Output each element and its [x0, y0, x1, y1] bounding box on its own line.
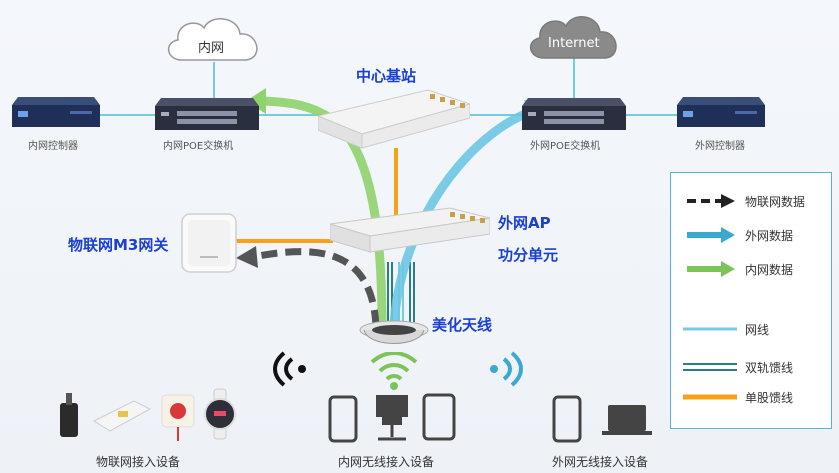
iot-data-arrow [257, 248, 380, 327]
intranet-cloud-icon [168, 18, 258, 61]
antenna-icon [359, 320, 429, 344]
legend-label: 单股馈线 [745, 391, 794, 405]
internet-cloud-icon [530, 16, 617, 59]
extranet-controller-label: 外网控制器 [695, 141, 745, 152]
extranet-ap-label: 外网AP [498, 214, 551, 232]
iot-gateway-icon [181, 213, 237, 273]
center-station-icon [318, 89, 470, 149]
iot-gateway-label: 物联网M3网关 [68, 236, 169, 254]
cable-legend-icon [683, 327, 737, 331]
legend-item-double-feeder: 双轨馈线 [671, 357, 831, 377]
iot-devices-icon [60, 388, 236, 441]
legend-label: 双轨馈线 [745, 361, 794, 375]
intranet-poe-switch-label: 内网POE交换机 [163, 141, 234, 152]
extranet-wireless-label: 外网无线接入设备 [552, 455, 649, 469]
legend-label: 物联网数据 [745, 195, 806, 209]
extranet-data-legend-icon [687, 227, 735, 243]
legend-label: 内网数据 [745, 263, 794, 277]
legend-item-intranet-data: 内网数据 [671, 259, 831, 279]
intranet-poe-switch-icon [155, 98, 259, 130]
intranet-controller-icon [12, 97, 100, 127]
legend-item-cable: 网线 [671, 319, 831, 339]
iot-signal-icon [273, 351, 306, 387]
intranet-controller-label: 内网控制器 [28, 141, 78, 152]
intranet-cloud-label: 内网 [198, 41, 225, 56]
intranet-data-arrowhead [246, 88, 266, 114]
double-feeder-legend-icon [683, 363, 737, 371]
iot-data-arrowhead [236, 246, 258, 268]
legend-label: 外网数据 [745, 229, 794, 243]
legend-item-extranet-data: 外网数据 [671, 225, 831, 245]
intranet-devices-icon [328, 393, 456, 443]
iot-data-legend-icon [687, 194, 735, 208]
extranet-signal-icon [490, 351, 523, 387]
single-feeder-legend-icon [683, 394, 737, 400]
extranet-devices-icon [552, 395, 652, 443]
internet-cloud-label: Internet [548, 36, 600, 51]
legend-label: 网线 [745, 323, 770, 337]
extranet-ap-icon [330, 207, 490, 253]
center-station-label: 中心基站 [356, 67, 417, 85]
legend: 物联网数据 外网数据 内网数据 网线 双轨馈线 单股馈线 [670, 172, 832, 429]
antenna-label: 美化天线 [432, 316, 493, 334]
power-splitter-label: 功分单元 [498, 246, 559, 264]
legend-item-iot-data: 物联网数据 [671, 191, 831, 211]
legend-item-single-feeder: 单股馈线 [671, 387, 831, 407]
extranet-poe-switch-label: 外网POE交换机 [530, 141, 601, 152]
intranet-data-legend-icon [687, 261, 735, 277]
intranet-signal-icon [370, 352, 418, 390]
iot-access-label: 物联网接入设备 [96, 455, 181, 469]
extranet-controller-icon [677, 97, 765, 127]
intranet-wireless-label: 内网无线接入设备 [338, 455, 435, 469]
extranet-poe-switch-icon [522, 98, 626, 130]
extranet-data-arrow [389, 107, 535, 331]
